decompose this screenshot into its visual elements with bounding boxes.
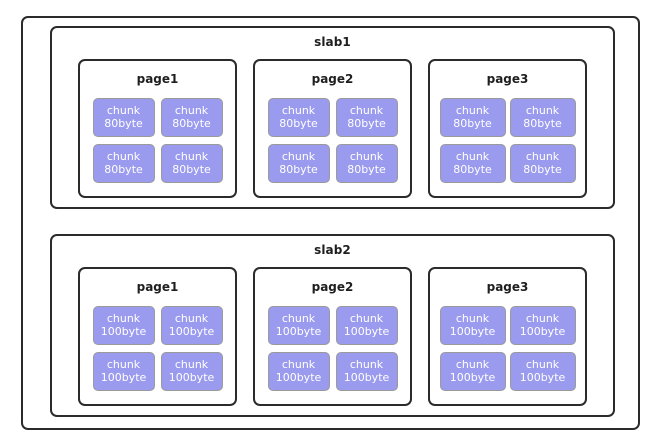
chunk-size: 100byte [100, 370, 147, 384]
chunk-label: chunk [349, 150, 384, 164]
chunk-size: 80byte [279, 116, 318, 130]
chunk-size: 100byte [100, 324, 147, 338]
chunk-label: chunk [455, 150, 490, 164]
chunk-size: 100byte [519, 370, 566, 384]
chunk-label: chunk [525, 312, 560, 326]
page-title: page1 [136, 72, 179, 86]
page-title: page1 [136, 280, 179, 294]
chunk-label: chunk [174, 358, 209, 372]
slab-title: slab1 [314, 35, 351, 49]
chunk-label: chunk [174, 104, 209, 118]
chunk-size: 80byte [453, 116, 492, 130]
chunk-size: 80byte [347, 116, 386, 130]
chunk-label: chunk [525, 358, 560, 372]
chunk-label: chunk [455, 358, 490, 372]
chunk-label: chunk [281, 150, 316, 164]
chunk-size: 80byte [347, 162, 386, 176]
chunk-size: 100byte [343, 324, 390, 338]
chunk-size: 80byte [523, 162, 562, 176]
chunk-size: 100byte [275, 370, 322, 384]
chunk-label: chunk [106, 104, 141, 118]
chunk-label: chunk [455, 104, 490, 118]
page-title: page2 [311, 280, 354, 294]
chunk-label: chunk [281, 104, 316, 118]
page-title: page2 [311, 72, 354, 86]
page-title: page3 [486, 72, 529, 86]
chunk-size: 80byte [279, 162, 318, 176]
chunk-size: 100byte [449, 370, 496, 384]
chunk-size: 100byte [275, 324, 322, 338]
chunk-size: 100byte [168, 324, 215, 338]
chunk-label: chunk [281, 358, 316, 372]
chunk-label: chunk [106, 358, 141, 372]
chunk-label: chunk [281, 312, 316, 326]
page-title: page3 [486, 280, 529, 294]
chunk-size: 80byte [172, 162, 211, 176]
chunk-label: chunk [525, 104, 560, 118]
chunk-label: chunk [174, 150, 209, 164]
chunk-label: chunk [349, 358, 384, 372]
chunk-size: 80byte [453, 162, 492, 176]
chunk-size: 100byte [449, 324, 496, 338]
chunk-label: chunk [349, 104, 384, 118]
chunk-size: 100byte [168, 370, 215, 384]
slab-title: slab2 [314, 243, 351, 257]
chunk-size: 80byte [104, 162, 143, 176]
chunk-label: chunk [174, 312, 209, 326]
chunk-label: chunk [455, 312, 490, 326]
chunk-size: 80byte [104, 116, 143, 130]
chunk-label: chunk [525, 150, 560, 164]
chunk-label: chunk [106, 312, 141, 326]
chunk-label: chunk [106, 150, 141, 164]
chunk-size: 80byte [523, 116, 562, 130]
chunk-size: 80byte [172, 116, 211, 130]
chunk-label: chunk [349, 312, 384, 326]
chunk-size: 100byte [519, 324, 566, 338]
chunk-size: 100byte [343, 370, 390, 384]
